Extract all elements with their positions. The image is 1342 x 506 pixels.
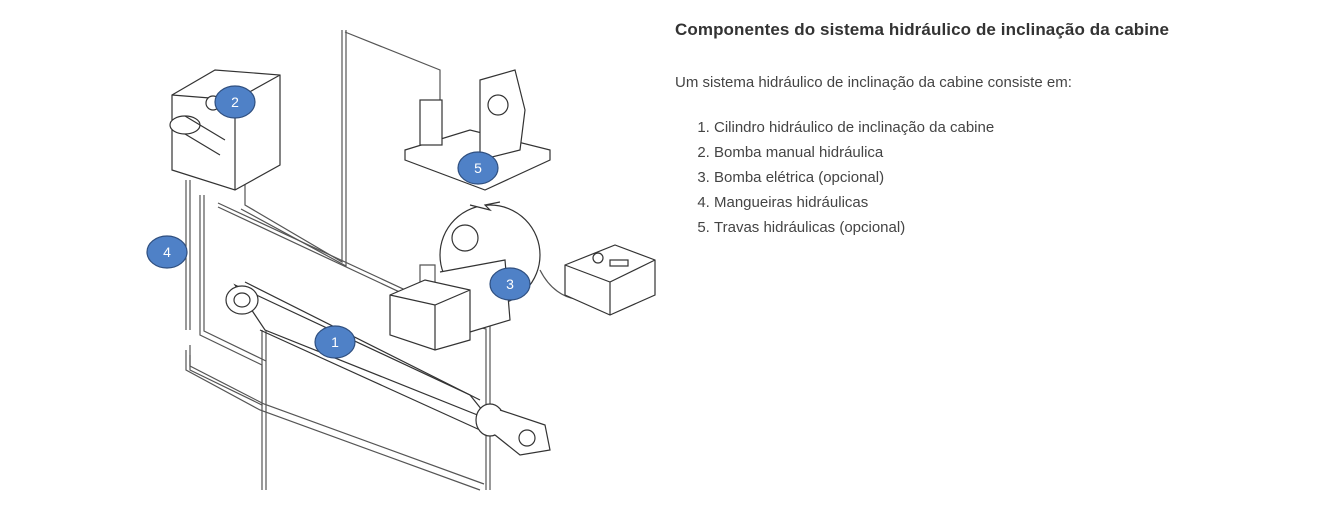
- tilt-cylinder: [225, 281, 551, 456]
- components-description: Componentes do sistema hidráulico de inc…: [675, 20, 1315, 240]
- hydraulic-system-diagram: 2 5 4 3 1: [146, 30, 656, 491]
- callout-3: 3: [489, 267, 531, 301]
- list-item: Bomba elétrica (opcional): [714, 165, 1315, 190]
- svg-text:5: 5: [474, 160, 482, 176]
- callout-2: 2: [214, 85, 256, 119]
- list-item: Bomba manual hidráulica: [714, 140, 1315, 165]
- svg-text:2: 2: [231, 94, 239, 110]
- list-item: Cilindro hidráulico de inclinação da cab…: [714, 115, 1315, 140]
- svg-text:4: 4: [163, 244, 171, 260]
- callout-5: 5: [457, 151, 499, 185]
- control-box: [564, 244, 656, 316]
- callout-4: 4: [146, 235, 188, 269]
- list-item: Travas hidráulicas (opcional): [714, 215, 1315, 240]
- section-title: Componentes do sistema hidráulico de inc…: [675, 20, 1170, 39]
- svg-text:1: 1: [331, 334, 339, 350]
- svg-text:3: 3: [506, 276, 514, 292]
- list-item: Mangueiras hidráulicas: [714, 190, 1315, 215]
- intro-text: Um sistema hidráulico de inclinação da c…: [675, 74, 1072, 91]
- components-list: Cilindro hidráulico de inclinação da cab…: [675, 115, 1315, 240]
- callout-1: 1: [314, 325, 356, 359]
